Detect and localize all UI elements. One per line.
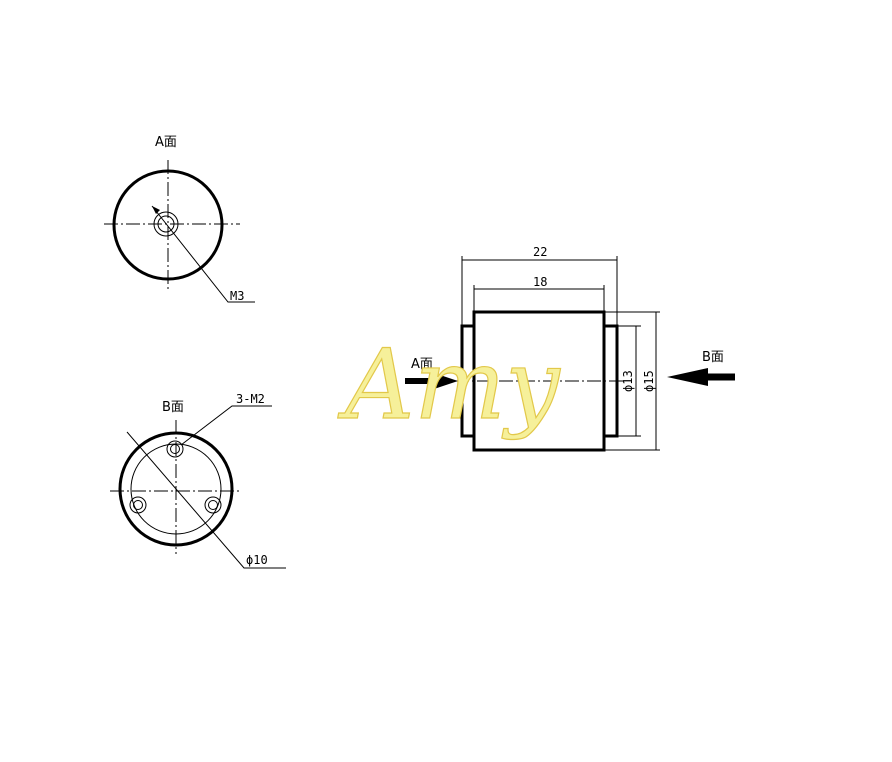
m3-callout: M3 xyxy=(230,289,244,303)
a-view-arrow-label: A面 xyxy=(411,357,433,372)
a-face-title: A面 xyxy=(155,135,177,150)
pitch-diameter-callout: ϕ10 xyxy=(246,553,268,567)
m2-hole-right-inner xyxy=(208,500,218,510)
b-view-arrow-label: B面 xyxy=(702,350,724,365)
m3-thread-inner xyxy=(157,215,175,233)
m3-leader-arrowhead xyxy=(152,206,160,214)
holes-callout: 3-M2 xyxy=(236,392,265,406)
inner-diameter-value: ϕ13 xyxy=(621,370,635,392)
b-face-title: B面 xyxy=(162,400,184,415)
watermark-logo: Amy xyxy=(337,329,561,441)
m3-leader-line xyxy=(151,205,255,303)
m2-hole-top-outer xyxy=(166,440,184,458)
a-view-arrow-head xyxy=(434,373,458,389)
m2-leader-line xyxy=(180,405,272,446)
m3-thread-outer xyxy=(153,211,179,237)
m2-hole-left-outer xyxy=(129,496,147,514)
m2-hole-right-outer xyxy=(204,496,222,514)
outer-diameter-value: ϕ15 xyxy=(642,370,656,392)
pitch-diameter-leader-line xyxy=(126,431,286,569)
side-view: 22 18 ϕ13 ϕ15 A面 B面 xyxy=(405,245,735,452)
m2-hole-top-inner xyxy=(170,444,180,454)
b-face-view: B面 3-M2 ϕ10 xyxy=(110,392,286,569)
overall-length-value: 22 xyxy=(533,245,547,259)
m2-hole-left-inner xyxy=(133,500,143,510)
a-face-view: A面 M3 xyxy=(104,135,255,303)
body-length-value: 18 xyxy=(533,275,547,289)
b-view-arrow-head xyxy=(667,368,708,386)
